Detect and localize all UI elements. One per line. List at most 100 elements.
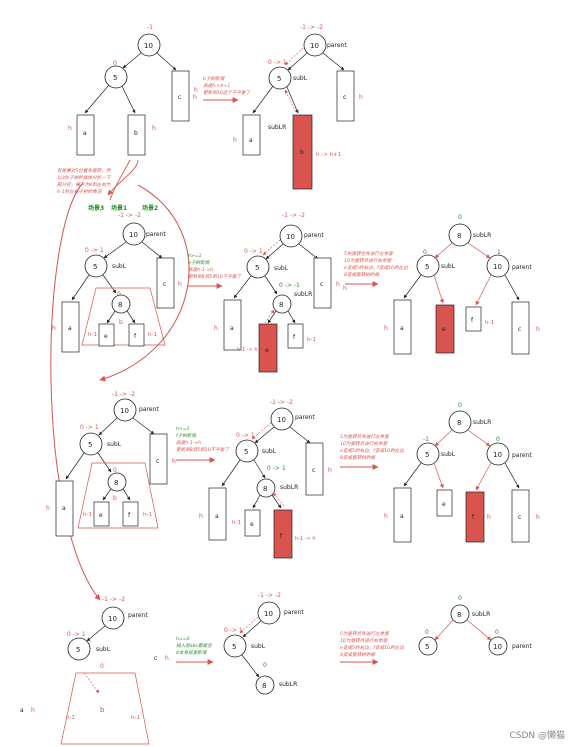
- svg-text:部分拆，展开为8和左右为: 部分拆，展开为8和左右为: [57, 182, 111, 188]
- svg-text:h: h: [233, 137, 237, 144]
- svg-text:parent: parent: [139, 406, 159, 413]
- svg-text:0: 0: [458, 595, 462, 602]
- svg-text:e: e: [104, 333, 108, 340]
- svg-text:5: 5: [425, 643, 429, 651]
- svg-text:-1 -> -2: -1 -> -2: [300, 24, 323, 31]
- svg-text:e: e: [265, 347, 269, 354]
- svg-text:f: f: [128, 512, 131, 519]
- svg-text:b: b: [100, 706, 105, 714]
- svg-text:8: 8: [457, 611, 461, 619]
- svg-text:5: 5: [93, 263, 97, 271]
- svg-text:8: 8: [457, 232, 461, 240]
- svg-text:a: a: [249, 137, 253, 144]
- svg-text:8: 8: [114, 479, 118, 487]
- svg-text:h: h: [52, 325, 56, 332]
- svg-text:h-1: h-1: [83, 512, 92, 518]
- svg-text:c: c: [518, 514, 521, 521]
- svg-text:e: e: [442, 326, 446, 333]
- svg-text:0: 0: [458, 214, 462, 221]
- svg-text:10: 10: [286, 233, 295, 241]
- svg-text:h>=1: h>=1: [188, 253, 202, 259]
- svg-text:10: 10: [144, 42, 153, 50]
- svg-text:8变成旋转树的根: 8变成旋转树的根: [340, 652, 375, 658]
- svg-text:subLR: subLR: [280, 484, 298, 491]
- watermark: CSDN @懒猫: [509, 731, 565, 741]
- svg-text:10: 10: [493, 451, 502, 459]
- svg-text:-1 -> -2: -1 -> -2: [282, 212, 305, 219]
- svg-text:0: 0: [423, 249, 427, 256]
- svg-text:0: 0: [117, 291, 121, 298]
- svg-text:h-1: h-1: [143, 512, 152, 518]
- svg-text:-1: -1: [423, 436, 429, 443]
- svg-text:10为旋转点进行右单旋: 10为旋转点进行右单旋: [340, 638, 389, 644]
- svg-text:e变成5的右边，f变成10的左边: e变成5的右边，f变成10的左边: [344, 265, 408, 271]
- svg-text:0 -> 1: 0 -> 1: [236, 432, 255, 439]
- svg-text:f: f: [472, 514, 475, 521]
- svg-text:c: c: [156, 458, 159, 465]
- svg-text:e: e: [250, 521, 254, 528]
- svg-text:subL: subL: [441, 451, 456, 458]
- svg-text:10为旋转点进行右单旋: 10为旋转点进行右单旋: [340, 441, 389, 447]
- svg-text:a: a: [83, 130, 87, 137]
- svg-text:1: 1: [497, 249, 501, 256]
- svg-text:h-1: h-1: [307, 337, 316, 343]
- svg-text:parent: parent: [146, 231, 166, 238]
- svg-text:场景1: 场景1: [111, 204, 127, 212]
- svg-text:subLR: subLR: [472, 611, 490, 618]
- svg-text:b: b: [119, 319, 123, 326]
- svg-text:a: a: [400, 325, 404, 332]
- svg-text:subL: subL: [441, 263, 456, 270]
- svg-text:a: a: [215, 513, 219, 520]
- svg-text:h: h: [487, 514, 491, 521]
- svg-text:h: h: [152, 125, 156, 132]
- svg-text:0 -> 1: 0 -> 1: [267, 465, 286, 472]
- svg-text:a: a: [62, 505, 66, 512]
- svg-text:c: c: [518, 326, 521, 333]
- svg-text:b: b: [134, 130, 138, 137]
- svg-text:h: h: [165, 655, 169, 662]
- svg-text:0: 0: [495, 629, 499, 636]
- svg-text:-1 -> -2: -1 -> -2: [118, 212, 141, 219]
- svg-text:-1 -> -2: -1 -> -2: [258, 592, 281, 599]
- svg-text:10: 10: [310, 42, 319, 50]
- tree-scene1-after-insert: -1 -> -2 10 parent 0 -> 1 5 subL c h a h…: [214, 212, 340, 373]
- tree-scene2-result: 0 8 subLR -1 5 subL 0 10 parent a h e f …: [384, 402, 540, 543]
- svg-text:h-1: h-1: [131, 715, 140, 721]
- svg-text:c: c: [154, 655, 157, 662]
- tree-scene1-result: 0 8 subLR 0 5 subL 1 10 parent a h e f h…: [384, 214, 540, 355]
- svg-text:h: h: [68, 125, 72, 132]
- svg-text:5: 5: [425, 451, 429, 459]
- svg-text:h-1: h-1: [148, 332, 157, 338]
- svg-text:b: b: [300, 149, 304, 156]
- svg-text:h-1: h-1: [485, 320, 494, 326]
- tree-scene3-result: 0 8 subLR 0 5 0 10 parent: [418, 595, 532, 656]
- tree-scene3-after-insert: -1 -> -2 10 parent 0 -> 1 5 subL 0 8 sub…: [223, 592, 304, 695]
- svg-text:h: h: [46, 505, 50, 512]
- svg-text:h: h: [384, 513, 388, 520]
- svg-text:parent: parent: [284, 609, 304, 616]
- svg-text:h: h: [31, 707, 35, 714]
- svg-text:h: h: [384, 325, 388, 332]
- svg-text:5为旋转点先进行左单旋: 5为旋转点先进行左单旋: [340, 631, 390, 637]
- svg-text:h: h: [193, 94, 197, 101]
- svg-text:10为旋转点进行右单旋: 10为旋转点进行右单旋: [344, 258, 393, 264]
- svg-text:f: f: [134, 333, 137, 340]
- tree-scene2-after-insert: -1 -> -2 10 parent 0 -> 1 5 subL c h a h…: [199, 399, 332, 559]
- svg-text:0 -> 1: 0 -> 1: [80, 424, 99, 431]
- svg-text:c: c: [178, 94, 181, 101]
- svg-text:8变成旋转树的根: 8变成旋转树的根: [340, 455, 375, 461]
- svg-text:subLR: subLR: [279, 681, 297, 688]
- svg-text:e: e: [99, 512, 103, 519]
- svg-text:h-1: h-1: [88, 332, 97, 338]
- svg-text:-1 -> -2: -1 -> -2: [112, 391, 135, 398]
- svg-text:h: h: [172, 458, 176, 465]
- svg-text:5: 5: [425, 263, 429, 271]
- svg-text:0: 0: [113, 467, 117, 474]
- svg-text:-1: -1: [147, 24, 153, 31]
- svg-text:subL: subL: [262, 448, 277, 455]
- svg-text:h: h: [178, 281, 182, 288]
- svg-text:0: 0: [496, 436, 500, 443]
- svg-text:b子树新增: b子树新增: [203, 76, 225, 82]
- svg-text:h: h: [536, 514, 540, 521]
